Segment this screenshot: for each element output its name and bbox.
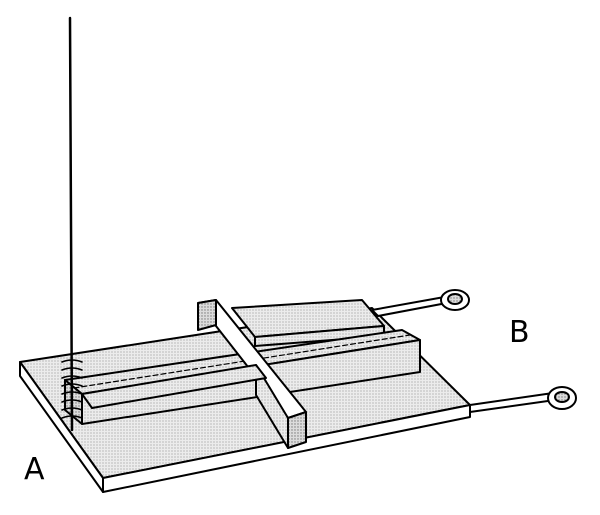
label-b: B bbox=[509, 315, 530, 350]
cord-upper bbox=[371, 295, 453, 317]
string-channel bbox=[73, 334, 411, 389]
front-block-top bbox=[81, 364, 267, 409]
coil bbox=[61, 359, 83, 419]
divider-face bbox=[287, 411, 307, 449]
label-a: A bbox=[24, 452, 45, 487]
base-board-front bbox=[102, 404, 471, 493]
vertical-rod bbox=[68, 16, 74, 432]
divider-side bbox=[255, 364, 289, 449]
divider-face-back bbox=[197, 299, 217, 331]
guide-rail-end bbox=[64, 379, 83, 425]
